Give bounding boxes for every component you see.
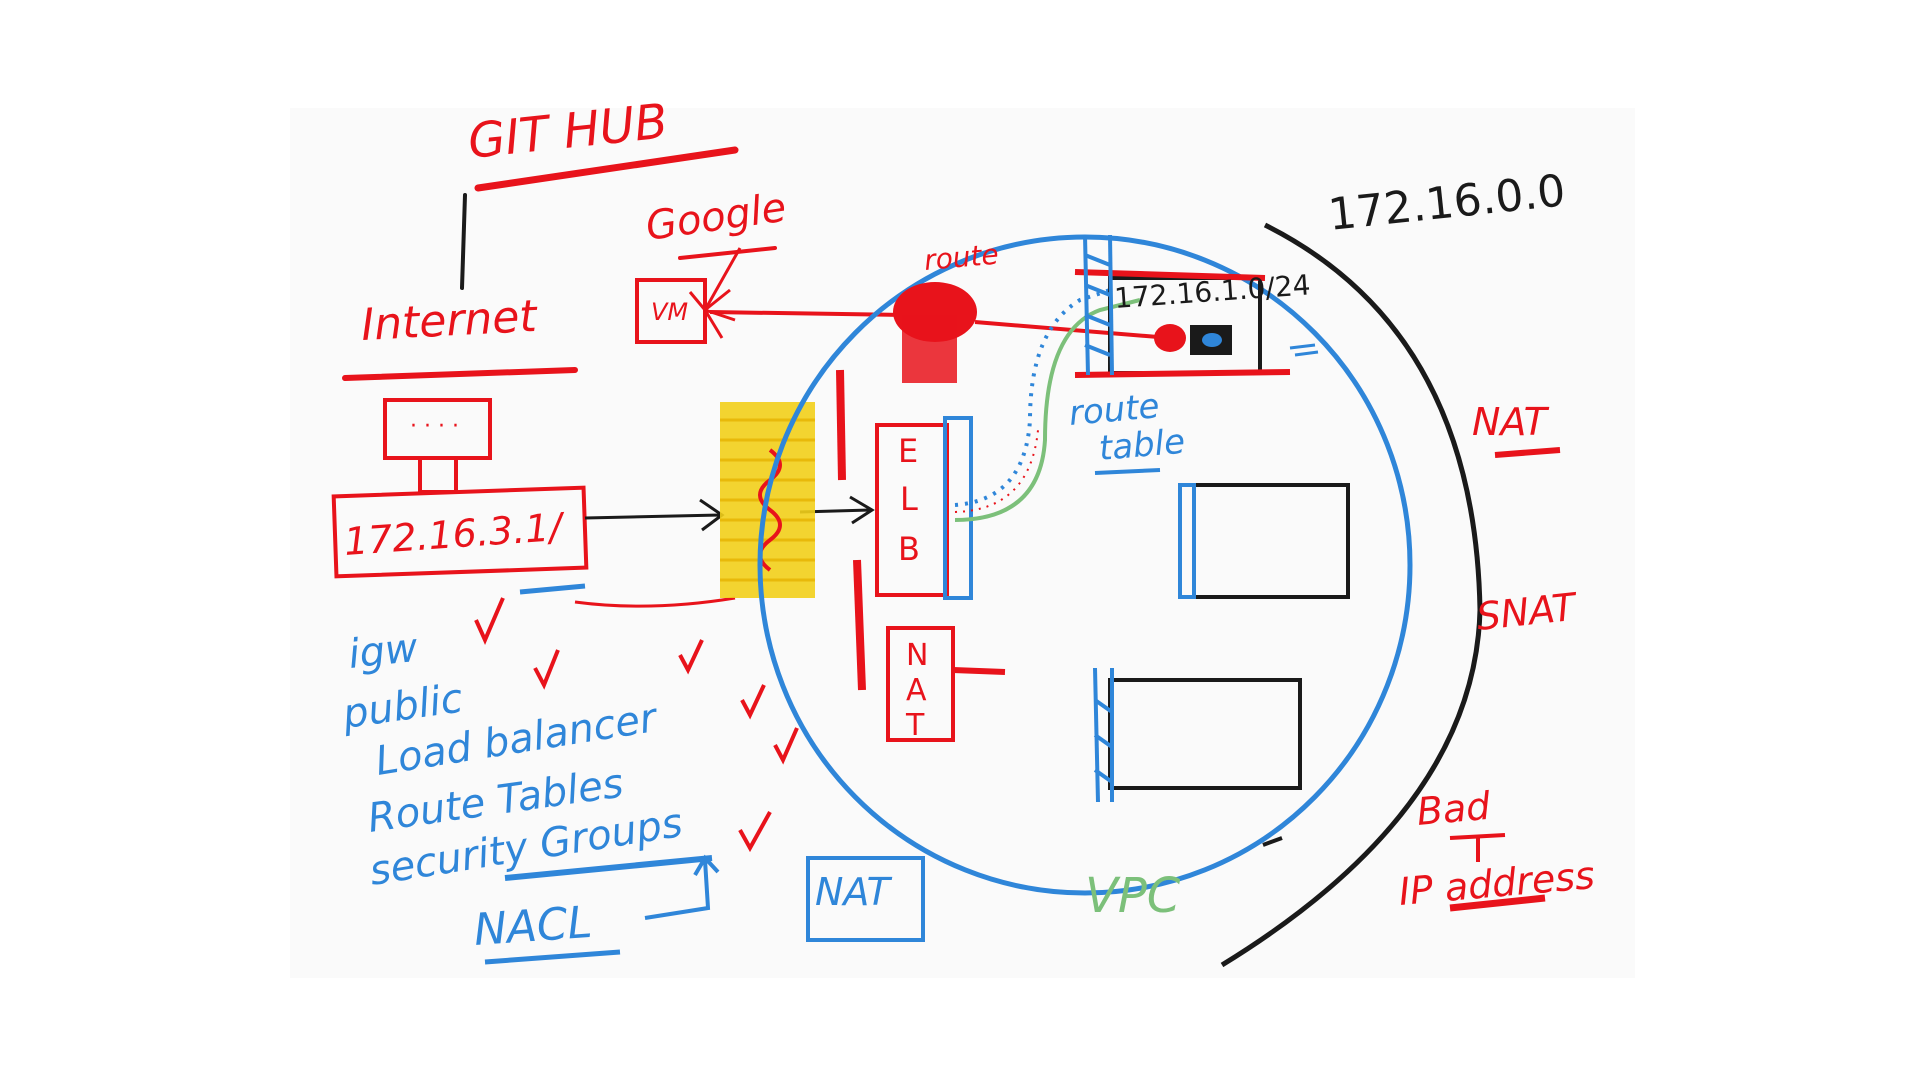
nat-right-label: NAT [1472,400,1550,444]
nat-letter-a: A [906,673,927,708]
check-lb2-icon [740,684,766,720]
subnet-blue-ladder [1083,234,1114,376]
instance-red-blob-icon [1154,324,1232,355]
nat-letter-t: T [905,708,925,743]
elb-letter-b: B [898,530,920,568]
outer-arc-mark [1262,836,1283,847]
nat-right-underline [1494,447,1561,458]
security-groups-underline [504,855,713,881]
internet-underline [342,367,578,381]
router-label: route [923,238,1000,277]
snat-label: SNAT [1474,585,1580,639]
google-vm-label: VM [651,298,688,326]
route-path-green [954,298,1141,522]
client-blue-underline [519,583,586,595]
nat-letter-n: N [906,638,928,673]
client-computer-icon: · · · · [383,398,492,494]
github-internet-link [460,193,467,290]
check-igw-icon [474,597,505,645]
check-lb-icon [678,639,704,675]
nat-bottom-label: NAT [815,870,893,914]
check-rt-icon [773,727,799,765]
elb-letter-l: L [900,480,918,518]
internet-label: Internet [360,291,540,351]
route-table-label-1: route [1067,386,1161,434]
subnet-middle-blue-edge [1178,483,1196,599]
outer-network-arc [1220,222,1483,968]
bad-label: Bad [1415,784,1493,834]
bad-ip-connector [1449,833,1506,862]
nat-bottom-box [806,856,925,942]
elb-letter-e: E [898,432,918,470]
checklist-item-igw: igw [346,625,420,678]
checklist-checkmarks [474,597,799,853]
svg-text:· · · ·: · · · · [410,414,459,439]
vm-hit-burst-icon [688,247,742,339]
left-red-bar-top [836,369,846,481]
check-sg-icon [738,811,772,853]
route-table-underline [1094,468,1161,475]
router-blob-icon [893,282,977,383]
nat-box [886,626,955,742]
github-underline [474,146,739,192]
route-table-label-2: table [1097,422,1186,469]
ip-address-underline [1449,894,1546,912]
subnet-bottom-blue-ladder [1093,667,1114,803]
vpc-label: VPC [1085,868,1181,924]
check-public-icon [533,649,560,690]
elb-blue-frame [943,416,973,600]
google-underline [678,246,777,260]
subnet-blue-ticks [1289,343,1319,357]
nacl-label: NACL [472,897,594,956]
client-return-line [574,596,736,608]
nat-red-line [952,667,1006,675]
nacl-underline [484,949,621,965]
left-red-bar-bottom [853,559,866,691]
route-path-red [954,429,1039,513]
nacl-arrow [644,854,720,920]
client-ip-box [331,485,589,579]
